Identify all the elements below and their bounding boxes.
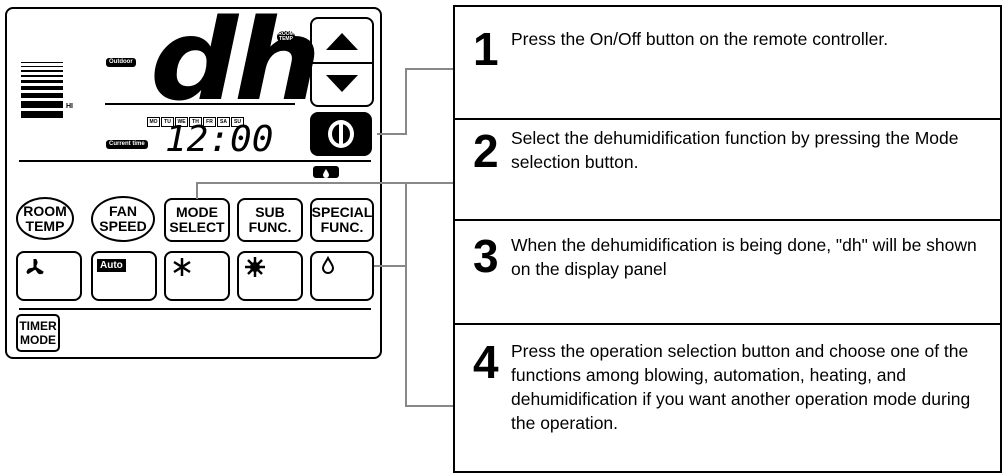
day-we: WE xyxy=(175,117,188,127)
connector-line xyxy=(196,182,453,184)
connector-line xyxy=(374,265,405,267)
day-sa: SA xyxy=(217,117,230,127)
connector-line xyxy=(405,182,407,407)
panel-divider-bottom xyxy=(19,308,371,310)
day-tu: TU xyxy=(161,117,174,127)
step-text: Press the operation selection button and… xyxy=(511,341,971,433)
current-time-label: Current time xyxy=(106,140,148,149)
step-4-box: 4 Press the operation selection button a… xyxy=(453,323,1002,473)
sun-icon xyxy=(245,257,265,277)
step-text: Select the dehumidification function by … xyxy=(511,128,959,172)
time-display: 12:00 xyxy=(165,119,274,160)
fan-icon xyxy=(26,259,44,275)
auto-icon: Auto xyxy=(97,259,126,272)
cool-mode-button[interactable] xyxy=(164,251,230,301)
step-number: 4 xyxy=(473,336,499,388)
mode-display: dh xyxy=(150,0,321,126)
temp-up-button[interactable] xyxy=(312,19,372,62)
day-mo: MO xyxy=(147,117,160,127)
step-number: 1 xyxy=(473,23,499,75)
snowflake-icon xyxy=(173,258,191,276)
panel-divider-top xyxy=(19,160,371,162)
temp-down-button[interactable] xyxy=(312,64,372,105)
fan-mode-button[interactable] xyxy=(16,251,82,301)
step-1-box: 1 Press the On/Off button on the remote … xyxy=(453,5,1002,120)
connector-line xyxy=(405,405,453,407)
display-divider xyxy=(105,103,295,105)
auto-mode-button[interactable]: Auto xyxy=(91,251,157,301)
drop-icon xyxy=(321,256,335,274)
arrow-up-icon xyxy=(326,33,358,50)
outdoor-label: Outdoor xyxy=(106,58,136,67)
dehumid-mode-button[interactable] xyxy=(310,251,374,301)
power-icon xyxy=(328,120,354,148)
connector-line xyxy=(405,68,407,135)
room-temp-indicator: ROOM TEMP xyxy=(277,31,295,43)
connector-line xyxy=(405,68,453,70)
connector-line xyxy=(377,133,407,135)
hi-label: HI xyxy=(66,103,73,110)
day-fr: FR xyxy=(203,117,216,127)
step-2-box: 2 Select the dehumidification function b… xyxy=(453,118,1002,221)
step-number: 2 xyxy=(473,125,499,177)
temp-up-down-buttons xyxy=(310,17,374,107)
step-text: When the dehumidification is being done,… xyxy=(511,235,977,279)
connector-line xyxy=(196,182,198,199)
step-3-box: 3 When the dehumidification is being don… xyxy=(453,219,1002,325)
step-text: Press the On/Off button on the remote co… xyxy=(511,29,889,49)
fan-level-indicator xyxy=(21,62,63,122)
dehumid-indicator xyxy=(313,166,339,178)
day-su: SU xyxy=(231,117,244,127)
heat-mode-button[interactable] xyxy=(237,251,303,301)
arrow-down-icon xyxy=(326,75,358,92)
day-th: TH xyxy=(189,117,202,127)
step-number: 3 xyxy=(473,230,499,282)
on-off-button[interactable] xyxy=(310,112,372,156)
drop-icon xyxy=(323,169,329,178)
